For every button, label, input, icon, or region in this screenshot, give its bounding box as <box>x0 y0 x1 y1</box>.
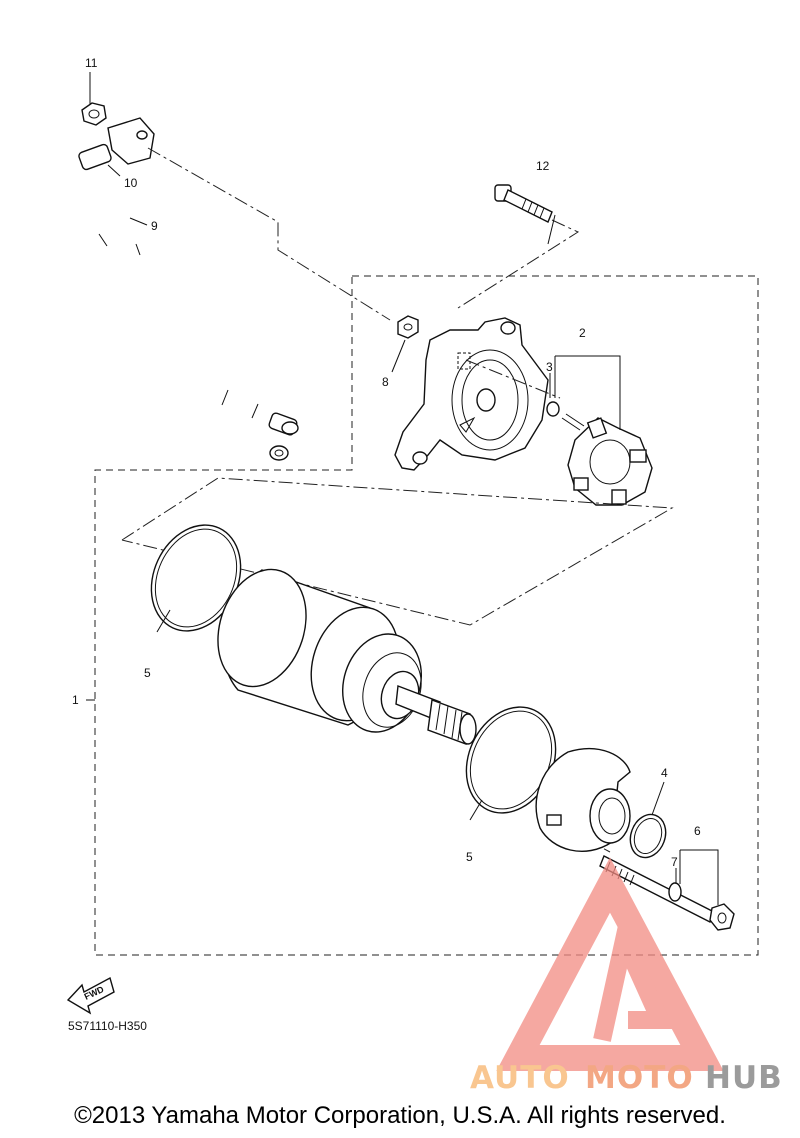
rear-cover <box>394 317 549 471</box>
brush-holder-2 <box>561 413 653 506</box>
fwd-arrow-icon: FWD <box>66 976 115 1015</box>
nut-8 <box>397 315 419 339</box>
callout-2: 2 <box>579 326 586 340</box>
diagram-code: 5S71110-H350 <box>68 1019 147 1033</box>
washer-7 <box>668 882 682 902</box>
starter-motor-body <box>217 568 477 745</box>
automotohub-logo: AUTO MOTO HUB <box>470 857 783 1096</box>
front-cover <box>535 747 631 852</box>
callout-5-upper: 5 <box>144 666 151 680</box>
leader-line-bolt <box>457 219 580 309</box>
callout-11: 11 <box>85 56 98 70</box>
brand-auto: AUTO <box>470 1060 570 1096</box>
callout-8: 8 <box>382 375 389 389</box>
bolt-12 <box>494 184 553 223</box>
callout-7: 7 <box>671 855 678 869</box>
o-ring-4 <box>629 813 667 859</box>
o-ring-5-upper <box>150 524 242 632</box>
callout-5-lower: 5 <box>466 850 473 864</box>
callout-9: 9 <box>151 219 158 233</box>
callout-12: 12 <box>536 159 550 173</box>
assembly-boundary <box>94 275 759 956</box>
leader-line-axis <box>465 359 561 399</box>
copyright-notice: ©2013 Yamaha Motor Corporation, U.S.A. A… <box>74 1102 726 1129</box>
callout-10: 10 <box>124 176 138 190</box>
brand-moto: MOTO <box>585 1060 694 1096</box>
starter-cable <box>41 117 299 461</box>
leader-line-armature <box>121 477 674 626</box>
leader-line-cable <box>147 147 391 321</box>
o-ring-3 <box>546 401 560 417</box>
brand-hub: HUB <box>705 1060 783 1096</box>
nut-11 <box>81 102 107 126</box>
callout-leaders <box>86 72 719 905</box>
callout-3: 3 <box>546 360 553 374</box>
callout-6: 6 <box>694 824 701 838</box>
callout-4: 4 <box>661 766 668 780</box>
callout-1: 1 <box>72 693 79 707</box>
